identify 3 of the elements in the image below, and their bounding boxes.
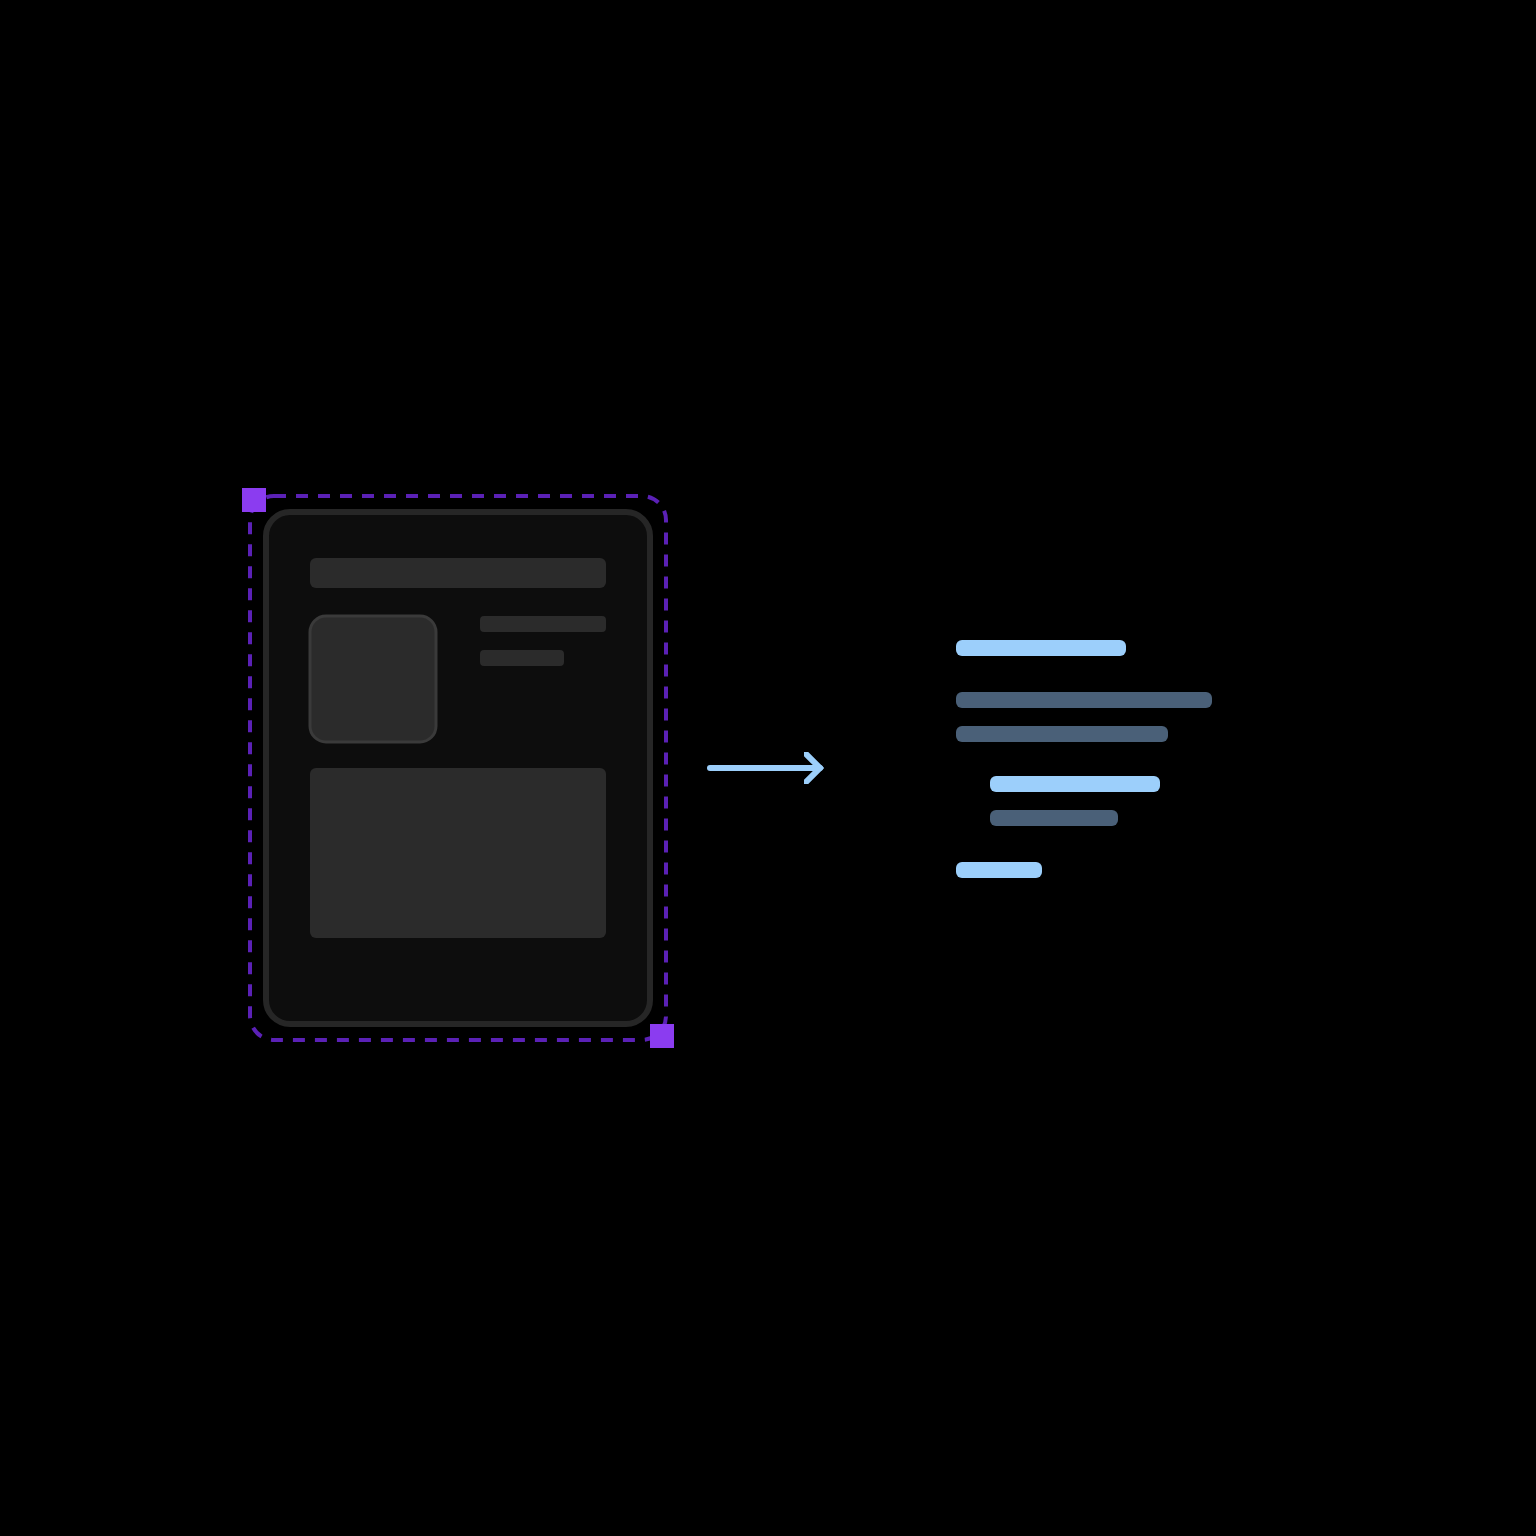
text-lines-drawing [956, 640, 1212, 878]
arrow [707, 751, 823, 785]
phone-wireframe-drawing [263, 509, 653, 1027]
